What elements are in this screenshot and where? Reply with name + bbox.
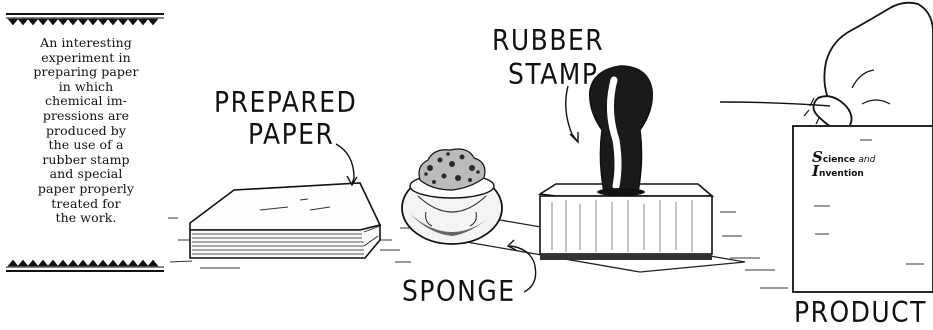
- label-sponge: SPONGE: [402, 277, 516, 306]
- card-line-2: Invention: [812, 164, 864, 179]
- label-product: PRODUCT: [794, 298, 927, 327]
- card-line-2-initial: I: [812, 162, 819, 180]
- label-prepared-line2: PAPER: [248, 120, 334, 149]
- label-rubber-line1: RUBBER: [492, 26, 604, 55]
- prepared-paper-stack: [190, 183, 380, 258]
- caption-box: An interesting experiment in preparing p…: [4, 14, 166, 272]
- label-rubber-line2: STAMP: [508, 60, 598, 89]
- sponge: [419, 149, 485, 190]
- card-line-2-rest: nvention: [819, 169, 864, 179]
- label-prepared-line1: PREPARED: [214, 88, 357, 117]
- card-line-1: Science and: [812, 150, 875, 165]
- sponge-jar: [402, 149, 502, 244]
- caption-text: An interesting experiment in preparing p…: [12, 36, 160, 226]
